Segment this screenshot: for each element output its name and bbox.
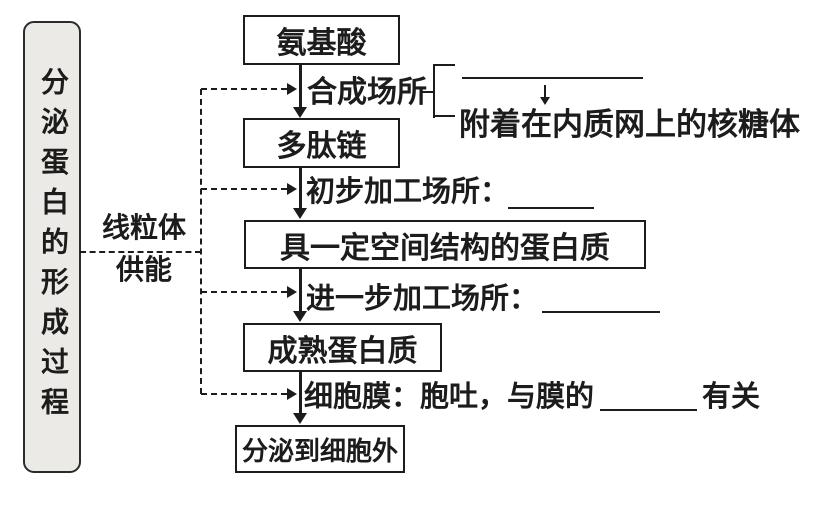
synthesis-blank-line	[462, 77, 643, 79]
node-secreted: 分泌到细胞外	[235, 425, 405, 473]
synthesis-site-label: 合成场所	[307, 76, 427, 109]
energy-label-line1: 线粒体	[101, 213, 186, 244]
membrane-label-prefix: 细胞膜：胞吐，与膜的	[304, 381, 595, 413]
energy-dashed-arrow-initial	[201, 182, 297, 195]
membrane-blank-line	[600, 409, 697, 411]
bracket-vertical-line	[433, 64, 435, 118]
energy-dashed-connector	[80, 251, 201, 253]
node-amino-acid: 氨基酸	[243, 15, 400, 65]
synthesis-note: 附着在内质网上的核糖体	[459, 107, 800, 142]
initial-processing-label: 初步加工场所：	[306, 176, 510, 208]
node-polypeptide: 多肽链	[243, 118, 400, 168]
energy-dashed-trunk-line	[200, 89, 202, 394]
flow-arrow-3	[294, 269, 306, 322]
answer-pointer-arrow	[540, 85, 550, 105]
further-blank-line	[542, 311, 660, 313]
membrane-label-suffix: 有关	[702, 381, 761, 413]
flow-arrow-4	[294, 372, 306, 424]
energy-dashed-arrow-further	[201, 285, 297, 298]
process-title-vertical-text: 分泌蛋白的形成过程	[37, 67, 68, 427]
energy-dashed-arrow-synthesis	[201, 82, 297, 95]
energy-dashed-arrow-membrane	[201, 387, 297, 400]
flow-arrow-1	[294, 65, 306, 118]
energy-label-line2: 供能	[115, 255, 172, 286]
further-processing-label: 进一步加工场所：	[306, 283, 539, 315]
node-spatial-protein: 具一定空间结构的蛋白质	[244, 220, 646, 269]
bracket-top-arm	[433, 64, 455, 66]
bracket-bottom-arm	[433, 115, 455, 117]
bracket-connector	[420, 91, 434, 93]
process-title-panel: 分泌蛋白的形成过程	[23, 21, 81, 473]
flow-arrow-2	[294, 168, 306, 219]
node-mature-protein: 成熟蛋白质	[243, 323, 442, 372]
initial-blank-line	[508, 207, 594, 209]
